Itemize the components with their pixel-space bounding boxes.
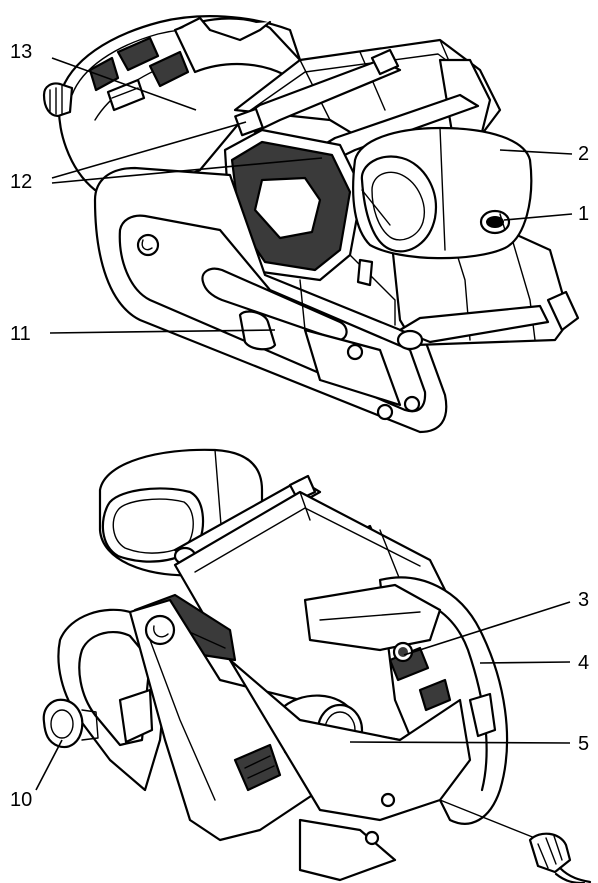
cord-strain-relief	[42, 82, 74, 118]
leader-12b	[51, 157, 323, 184]
motor-body-detail	[299, 189, 396, 331]
rear-handle	[303, 576, 509, 825]
sander-top-view	[42, 15, 580, 434]
leader-2	[499, 149, 573, 155]
vent-grille	[223, 128, 364, 282]
leader-4	[479, 661, 571, 664]
leader-3	[403, 601, 571, 656]
callout-4: 4	[578, 652, 589, 674]
rear-base	[228, 658, 557, 882]
callout-labels: 13 12 2 1 11 3 4 10 5	[10, 41, 589, 811]
callout-12: 12	[10, 171, 32, 193]
leader-lines	[35, 57, 573, 791]
power-cord	[528, 832, 592, 883]
leader-5	[349, 741, 571, 744]
leader-1	[503, 213, 573, 221]
callout-1: 1	[578, 203, 589, 225]
callout-13: 13	[10, 41, 32, 63]
belt-tension-knob	[42, 698, 99, 749]
rail-bars	[234, 48, 480, 170]
leader-13	[51, 57, 197, 111]
belt-housing	[93, 166, 448, 434]
front-handle	[173, 16, 302, 77]
sander-bottom-view	[42, 448, 592, 883]
front-grip-knob	[352, 126, 533, 260]
callout-10: 10	[10, 789, 32, 811]
leader-10	[35, 739, 63, 791]
tracking-knob	[479, 209, 511, 235]
callout-5: 5	[578, 733, 589, 755]
leader-12a	[51, 121, 247, 179]
callout-3: 3	[578, 589, 589, 611]
leader-11	[49, 329, 276, 334]
callout-2: 2	[578, 143, 589, 165]
callout-11: 11	[10, 323, 31, 345]
